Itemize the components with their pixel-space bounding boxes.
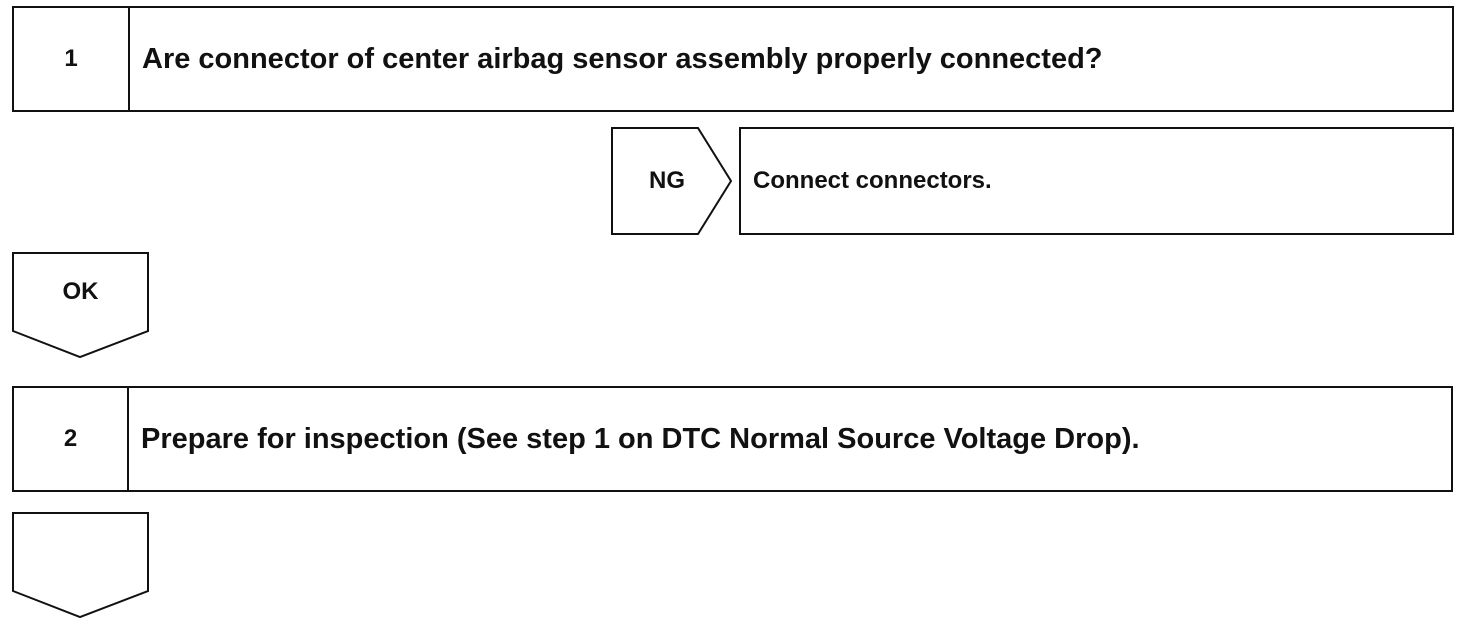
ok-arrow-shape: [12, 252, 149, 359]
ng-arrow-shape: [611, 127, 733, 235]
step-2-box: 2 Prepare for inspection (See step 1 on …: [12, 386, 1453, 492]
step-1-text: Are connector of center airbag sensor as…: [142, 42, 1103, 75]
ng-action-box: Connect connectors.: [739, 127, 1454, 235]
ng-action-text: Connect connectors.: [753, 167, 992, 194]
step-2-number: 2: [14, 388, 129, 490]
next-label: [13, 522, 148, 582]
step-2-text: Prepare for inspection (See step 1 on DT…: [141, 422, 1140, 455]
step-1-number: 1: [14, 8, 130, 110]
ok-label: OK: [62, 278, 99, 305]
step-1-box: 1 Are connector of center airbag sensor …: [12, 6, 1454, 112]
ng-label: NG: [649, 167, 685, 194]
next-arrow-shape: [12, 512, 149, 619]
